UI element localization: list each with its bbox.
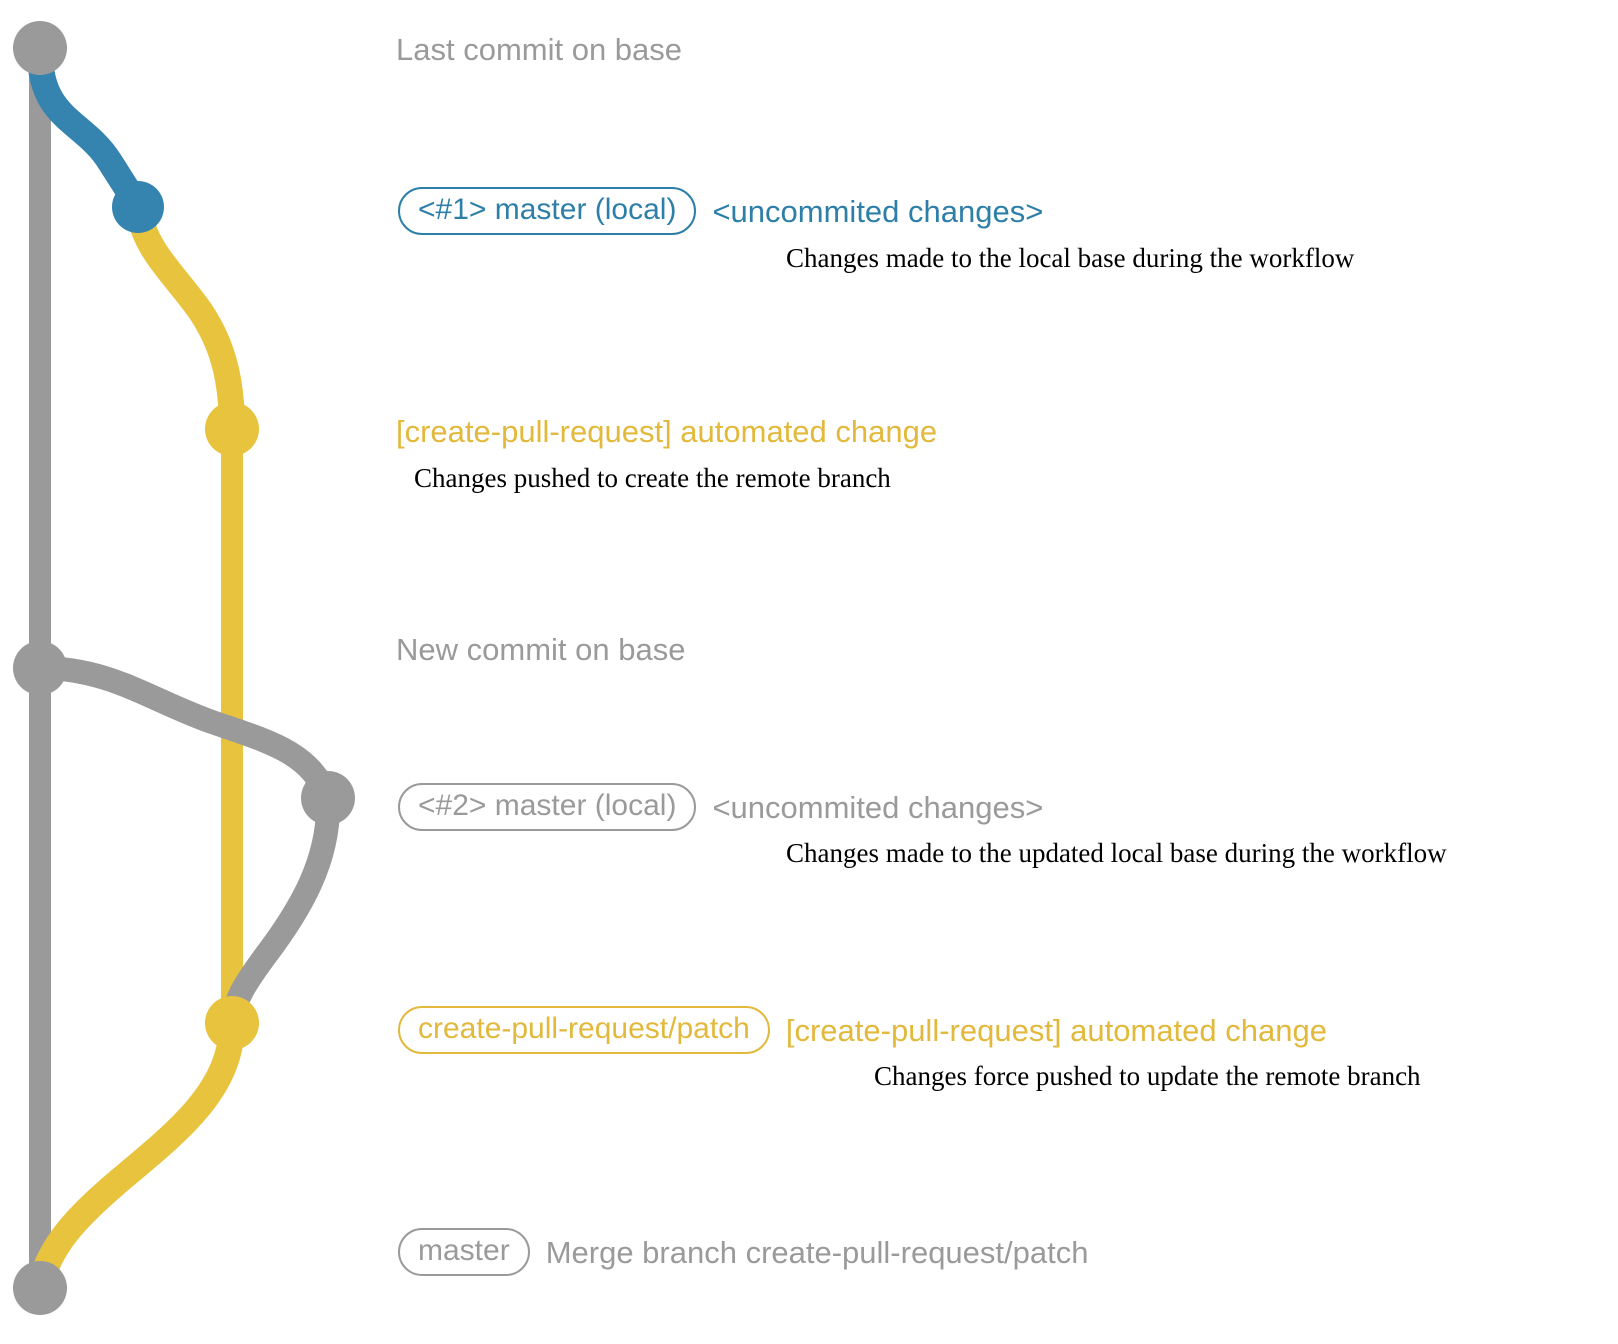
commit-node-patch-branch[interactable] (205, 996, 259, 1050)
edge-patch2-to-master (27, 1013, 245, 1301)
commit-message-master-local-2: <uncommited changes> (712, 789, 1044, 825)
commit-node-master-local-1[interactable] (112, 181, 164, 233)
ref-badge-master-local-2[interactable]: <#2> master (local) (398, 783, 697, 831)
commit-message-automated-change-1: [create-pull-request] automated change (396, 414, 938, 449)
ref-badge-master[interactable]: master (398, 1228, 530, 1276)
edge-base-to-local2 (28, 656, 340, 810)
edge-base-to-local1 (27, 39, 151, 220)
description-master-local-2: Changes made to the updated local base d… (786, 838, 1447, 868)
row-master-local-1: <#1> master (local) <uncommited changes> (398, 187, 1043, 235)
commit-message-last-commit-on-base: Last commit on base (396, 32, 683, 67)
commit-message-patch-branch: [create-pull-request] automated change (785, 1012, 1327, 1048)
commit-node-automated-change-1[interactable] (205, 402, 259, 456)
commit-message-master-merge: Merge branch create-pull-request/patch (545, 1234, 1089, 1270)
row-automated-change-1: [create-pull-request] automated change (396, 414, 937, 450)
row-last-commit-on-base: Last commit on base (396, 32, 682, 68)
edge-local2-to-patch2 (220, 788, 341, 1035)
edge-local1-to-patch1 (125, 197, 245, 442)
commit-message-new-commit-on-base: New commit on base (396, 632, 686, 667)
row-master-merge: master Merge branch create-pull-request/… (398, 1228, 1088, 1276)
commit-node-last-commit-on-base[interactable] (13, 21, 67, 75)
description-automated-change-1: Changes pushed to create the remote bran… (414, 463, 891, 493)
row-new-commit-on-base: New commit on base (396, 632, 685, 668)
row-patch-branch: create-pull-request/patch [create-pull-r… (398, 1006, 1327, 1054)
description-patch-branch: Changes force pushed to update the remot… (874, 1061, 1421, 1091)
row-master-local-2: <#2> master (local) <uncommited changes> (398, 783, 1043, 831)
ref-badge-create-pull-request-patch[interactable]: create-pull-request/patch (398, 1006, 770, 1054)
commit-node-master-merge[interactable] (13, 1261, 67, 1315)
commit-node-master-local-2[interactable] (301, 771, 355, 825)
description-master-local-1: Changes made to the local base during th… (786, 243, 1355, 273)
commit-node-new-commit-on-base[interactable] (13, 641, 67, 695)
commit-message-master-local-1: <uncommited changes> (712, 193, 1044, 229)
ref-badge-master-local-1[interactable]: <#1> master (local) (398, 187, 697, 235)
